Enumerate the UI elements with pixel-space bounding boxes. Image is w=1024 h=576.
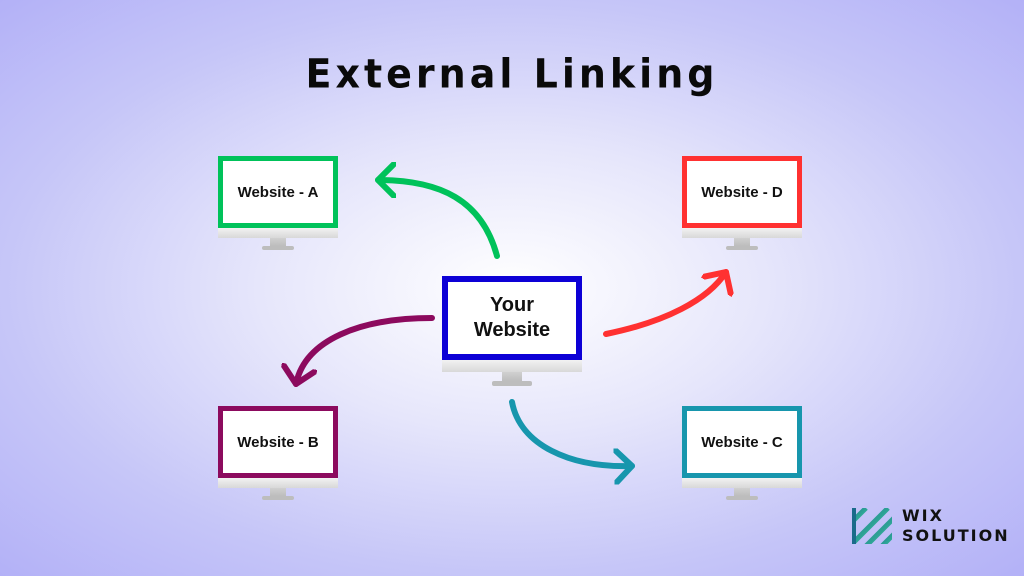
arrow-to-website-a [375,180,500,259]
monitor-stand [502,372,522,381]
website-d-monitor: Website - D [682,156,802,252]
website-b-label: Website - B [218,406,338,478]
monitor-stand [734,488,750,496]
monitor-chin [218,478,338,488]
monitor-base [262,496,294,500]
monitor-base [726,246,758,250]
monitor-stand [270,488,286,496]
website-b-monitor: Website - B [218,406,338,502]
arrow-to-website-b [296,315,435,387]
monitor-base [726,496,758,500]
monitor-base [262,246,294,250]
monitor-chin [442,360,582,372]
monitor-chin [218,228,338,238]
monitor-chin [682,478,802,488]
diagram-title: External Linking [305,50,719,98]
logo-line-solution: SOLUTION [902,526,1010,545]
arrow-to-website-d [603,269,726,337]
wix-solution-logo: WIX SOLUTION [852,506,1012,546]
website-c-label: Website - C [682,406,802,478]
website-a-label: Website - A [218,156,338,228]
monitor-stand [734,238,750,246]
logo-line-wix: WIX [902,506,944,525]
your-website-monitor: Your Website [442,276,582,388]
website-c-monitor: Website - C [682,406,802,502]
website-d-label: Website - D [682,156,802,228]
website-a-monitor: Website - A [218,156,338,252]
monitor-chin [682,228,802,238]
monitor-stand [270,238,286,246]
logo-text: WIX SOLUTION [902,506,1010,546]
arrow-to-website-c [509,399,635,466]
monitor-base [492,381,532,386]
logo-stripes-icon [852,508,892,544]
your-website-label: Your Website [442,276,582,360]
